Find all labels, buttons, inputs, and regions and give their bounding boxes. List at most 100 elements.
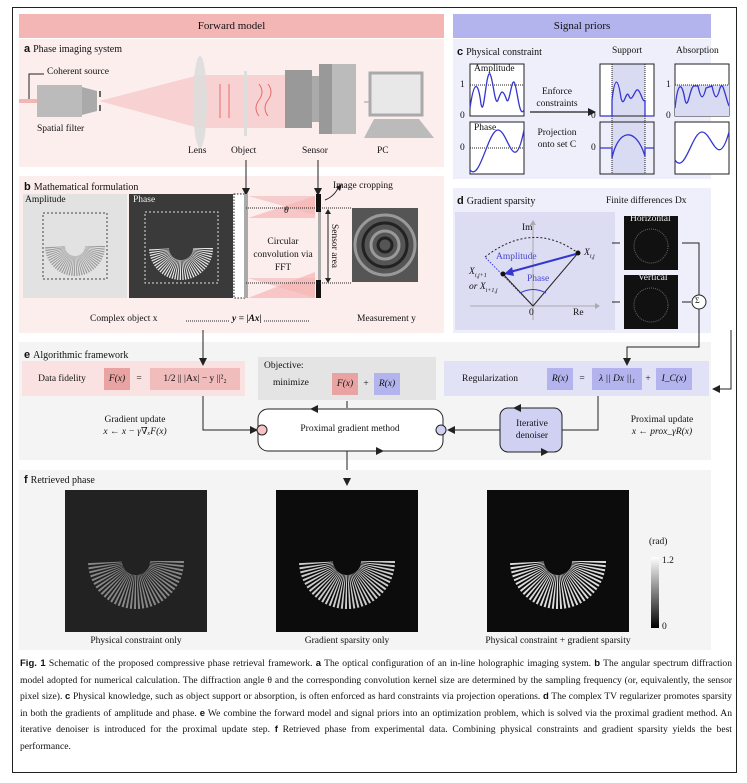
star-spoke	[73, 255, 75, 276]
retrieved-star-spoke	[353, 573, 371, 604]
colorbar	[651, 557, 659, 628]
star-spoke	[192, 249, 213, 253]
star-spoke	[80, 254, 93, 272]
data-fidelity-label: Data fidelity	[38, 374, 86, 384]
star-spoke	[81, 253, 95, 270]
retrieved-star-spoke	[308, 569, 337, 592]
measurement-ring	[376, 236, 394, 254]
star-spoke	[189, 255, 206, 270]
fidelity-expression: 1/2 || |Ax| − y ||²₂	[150, 368, 240, 390]
caption-panel-ref: b	[594, 658, 601, 669]
absorption-phase-wave	[674, 131, 730, 164]
star-spoke	[79, 254, 90, 273]
star-spoke	[192, 250, 213, 255]
caption-panel-ref: a	[315, 658, 322, 669]
retrieved-star-spoke	[149, 561, 184, 564]
object-plate	[244, 71, 247, 136]
star-spoke	[54, 253, 69, 269]
retrieved-star-spoke	[90, 565, 123, 578]
phase-plot-label: Phase	[474, 123, 497, 133]
caption-text: The optical configuration of an in-line …	[321, 658, 595, 669]
caption-text: Physical knowledge, such as object suppo…	[70, 691, 543, 703]
star-spoke	[151, 252, 171, 262]
colorbar-unit: (rad)	[649, 537, 668, 547]
retrieved-star-spoke	[336, 574, 345, 609]
objective-label: Objective:	[264, 361, 304, 371]
retrieved-star-spoke	[517, 568, 547, 589]
retrieved-star-spoke	[358, 569, 387, 591]
retrieved-star-spoke	[95, 568, 125, 589]
retrieved-star-spoke	[344, 574, 347, 609]
retrieved-star-spoke	[321, 572, 340, 603]
phase-angle-label: Phase	[527, 274, 550, 284]
star-spoke	[157, 256, 173, 271]
retrieved-star-spoke	[515, 567, 546, 585]
amplitude-wave	[469, 73, 525, 113]
star-spoke	[171, 259, 178, 279]
retrieved-star-spoke	[519, 569, 548, 592]
retrieved-star-spoke	[149, 562, 184, 568]
figure-caption: Fig. 1 Schematic of the proposed compres…	[20, 656, 732, 756]
star-spoke	[185, 258, 195, 278]
retrieved-star-spoke	[356, 570, 381, 597]
star-spoke	[48, 250, 67, 261]
retrieved-star-spoke	[570, 565, 604, 580]
retrieved-star-spoke	[332, 574, 344, 608]
caption-combined: Physical constraint + gradient sparsity	[485, 636, 631, 646]
retrieved-star-spoke	[140, 574, 153, 607]
retrieved-star-spoke	[571, 563, 606, 572]
retrieved-star-spoke	[568, 569, 595, 594]
star-spoke	[182, 259, 187, 280]
retrieved-star-spoke	[561, 574, 571, 608]
tv-term: λ || Dx ||₁	[592, 368, 642, 390]
retrieved-star-spoke	[547, 574, 556, 609]
tick-0-phase: 0	[460, 143, 465, 153]
retrieved-star-spoke	[144, 571, 167, 600]
retrieved-star-spoke	[300, 564, 334, 574]
star-spoke	[154, 254, 172, 267]
caption-panel-ref: d	[542, 691, 549, 703]
laser-line	[19, 99, 39, 103]
retrieved-star-spoke	[97, 569, 126, 592]
proximal-node	[435, 424, 447, 436]
star-spoke	[149, 248, 170, 251]
tick-1: 1	[460, 80, 465, 90]
retrieved-star-spoke	[569, 569, 598, 591]
gradient-sparsity-diagram	[455, 212, 707, 340]
star-spoke	[163, 258, 175, 276]
retrieved-star-spoke	[125, 574, 134, 609]
caption-panel-ref: c	[65, 691, 71, 703]
measurement-ring	[361, 221, 409, 269]
pc-keyboard	[364, 119, 434, 138]
retrieved-star-spoke	[565, 572, 586, 602]
star-spoke	[47, 249, 66, 259]
star-spoke	[81, 253, 97, 269]
star-spoke	[82, 251, 100, 265]
measurement-label: Measurement y	[357, 314, 416, 324]
proximal-gradient-label: Proximal gradient method	[300, 424, 400, 434]
caption-text: The complex TV regularizer promotes spar…	[20, 691, 732, 719]
star-spoke	[51, 252, 68, 266]
star-spoke	[45, 246, 66, 249]
star-spoke	[83, 250, 103, 260]
retrieved-star-spoke	[535, 573, 553, 605]
star-spoke	[78, 255, 88, 274]
retrieved-star-spoke	[137, 574, 145, 609]
star-spoke	[149, 250, 170, 257]
forward-equation: y = |Ax|	[232, 314, 262, 324]
retrieved-star-spoke	[563, 573, 579, 606]
star-spoke	[184, 259, 192, 279]
star-spoke	[84, 246, 105, 248]
support-amplitude-wave	[600, 81, 654, 117]
retrieved-star-spoke	[100, 570, 127, 595]
vertical-diff-image	[624, 275, 678, 329]
star-spoke	[68, 255, 74, 276]
retrieved-star-spoke	[558, 574, 563, 609]
physical-constraint-plots	[469, 63, 730, 175]
star-spoke	[63, 255, 72, 275]
pc-label: PC	[377, 146, 389, 156]
caption-panel-ref: f	[274, 724, 278, 736]
